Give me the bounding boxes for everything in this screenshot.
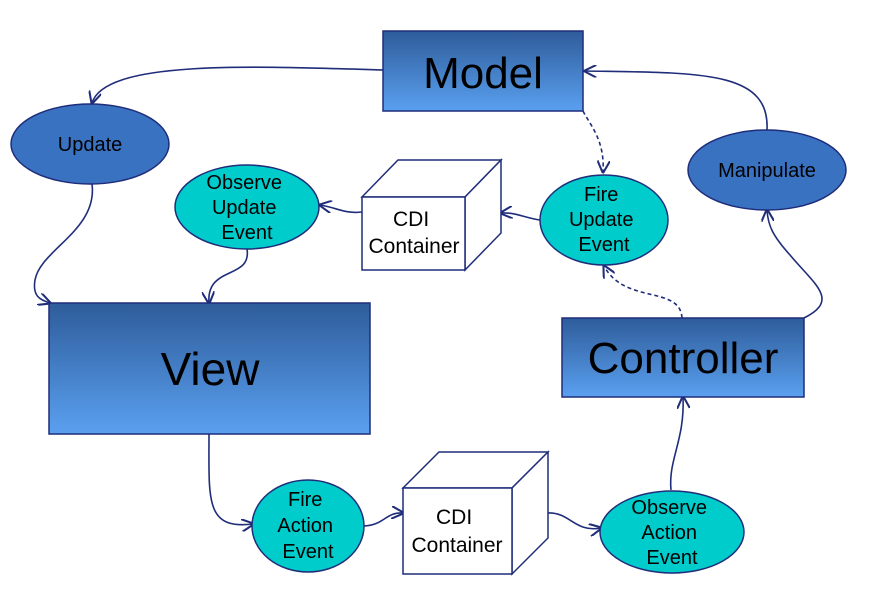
connector-observe-action-to-controller <box>669 397 684 491</box>
cdi-bottom-line-2: Container <box>411 534 502 557</box>
connector-fire-update-to-cdi <box>501 213 541 221</box>
observe-action-line-1: Observe <box>631 497 707 519</box>
fire-update-event-node: Fire Update Event <box>539 174 669 266</box>
connector-manipulate-to-model <box>585 71 768 131</box>
svg-text:CDI Container: CDI Container <box>368 208 459 258</box>
svg-text:Fire Update Event: Fire Update Event <box>569 184 639 256</box>
cdi-bottom-line-1: CDI <box>436 506 472 529</box>
controller-label: Controller <box>588 334 779 383</box>
cube-front-face <box>402 487 513 575</box>
observe-action-line-3: Event <box>646 547 698 569</box>
update-node: Update <box>10 103 170 185</box>
connector-cdi-to-observe-action <box>547 512 601 529</box>
connector-model-to-update <box>92 66 384 103</box>
fire-update-line-2: Update <box>569 209 634 231</box>
manipulate-node: Manipulate <box>687 129 847 211</box>
fire-update-line-1: Fire <box>584 184 618 206</box>
model-box: Model <box>382 30 584 112</box>
svg-text:CDI Container: CDI Container <box>411 506 502 557</box>
observe-update-line-2: Update <box>212 197 277 219</box>
svg-text:Fire Action Event: Fire Action Event <box>277 489 338 563</box>
connector-model-to-fire-update <box>582 110 603 172</box>
cdi-container-top: CDI Container <box>360 158 503 272</box>
connector-observe-update-to-view <box>209 248 248 303</box>
model-label: Model <box>423 49 543 98</box>
manipulate-label: Manipulate <box>718 160 816 182</box>
view-label: View <box>161 343 261 395</box>
observe-update-line-3: Event <box>221 222 273 244</box>
fire-action-line-1: Fire <box>288 489 322 511</box>
connector-controller-to-fire-update <box>604 266 683 319</box>
svg-text:Observe Action Eve: Observe Action Event <box>631 497 712 569</box>
observe-action-line-2: Action <box>641 522 697 544</box>
connector-controller-to-manipulate <box>767 210 823 319</box>
cdi-container-bottom: CDI Container <box>401 450 550 576</box>
observe-update-line-1: Observe <box>206 172 282 194</box>
controller-box: Controller <box>561 317 805 398</box>
fire-action-line-2: Action <box>277 515 333 537</box>
connector-view-to-fire-action <box>208 433 253 525</box>
fire-action-line-3: Event <box>282 541 334 563</box>
connector-update-to-view <box>33 183 94 303</box>
fire-update-line-3: Event <box>578 234 630 256</box>
cdi-top-line-2: Container <box>368 235 459 258</box>
update-label: Update <box>58 134 123 156</box>
connector-fire-action-to-cdi <box>363 513 403 527</box>
cube-front-face <box>361 196 466 271</box>
svg-text:Observe Update Eve: Observe Update Event <box>206 172 287 244</box>
view-box: View <box>48 302 371 435</box>
observe-update-event-node: Observe Update Event <box>174 164 320 250</box>
fire-action-event-node: Fire Action Event <box>251 479 365 573</box>
connector-cdi-to-observe-update <box>320 205 363 212</box>
observe-action-event-node: Observe Action Event <box>599 490 745 574</box>
cdi-top-line-1: CDI <box>393 208 429 231</box>
